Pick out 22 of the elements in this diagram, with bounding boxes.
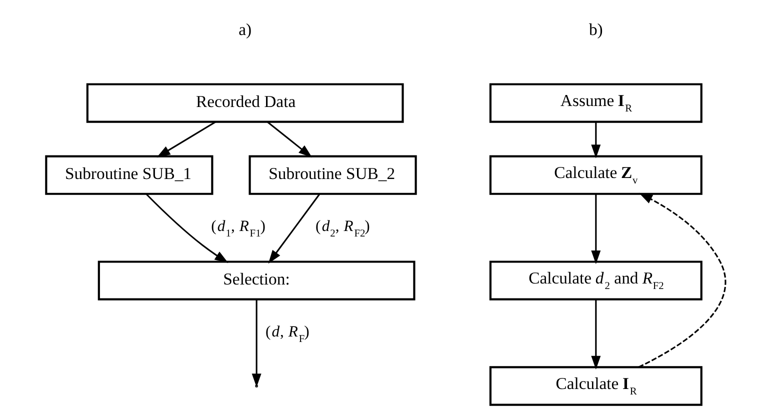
arrow: [251, 300, 261, 388]
arrow: [266, 121, 312, 158]
edge-label: (d, R$_{F}$): [264, 323, 309, 345]
arrow: [590, 194, 600, 264]
node-box: Calculate d$_{2}$ and R$_{F2}$: [488, 260, 702, 300]
node-box: Selection:: [97, 260, 415, 300]
arrow: [145, 194, 228, 263]
edge-label: (d$_{1}$, R$_{F1}$): [210, 218, 265, 240]
arrow: [638, 192, 726, 368]
node-box: Subroutine SUB_1: [44, 155, 213, 195]
arrow: [590, 122, 600, 158]
node-box: Calculate Z$_{v}$: [488, 155, 702, 195]
node-box: Assume I$_{R}$: [488, 83, 702, 123]
label: a): [238, 20, 252, 39]
label: b): [588, 20, 602, 39]
arrow: [268, 194, 320, 264]
node-box: Calculate I$_{R}$: [488, 366, 702, 406]
node-box: Subroutine SUB_2: [248, 155, 416, 195]
node-box: Recorded Data: [86, 83, 404, 123]
arrow: [156, 121, 216, 158]
arrow: [590, 300, 600, 370]
edge-label: (d$_{2}$, R$_{F2}$): [315, 218, 370, 240]
